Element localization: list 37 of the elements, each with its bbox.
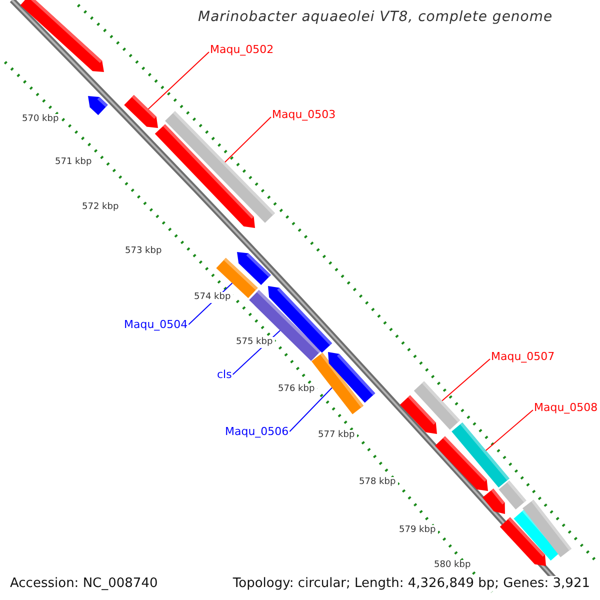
scale-label: 576 kbp <box>276 384 317 395</box>
scale-label: 578 kbp <box>357 477 398 488</box>
scale-label: 580 kbp <box>432 560 473 571</box>
gene-feature <box>482 488 505 514</box>
gene-feature <box>124 95 158 128</box>
gene-feature <box>88 96 108 116</box>
leader-line <box>442 358 490 402</box>
gene-label: Maqu_0507 <box>491 351 555 362</box>
gene-feature <box>328 352 376 403</box>
gene-label: Maqu_0504 <box>124 319 188 330</box>
scale-label: 579 kbp <box>397 525 438 536</box>
leader-line <box>289 387 332 432</box>
map-title: Marinobacter aquaeolei VT8, complete genome <box>198 10 553 24</box>
gene-label: Maqu_0508 <box>534 402 598 413</box>
scale-label: 577 kbp <box>316 430 357 441</box>
gene-label: Maqu_0502 <box>210 44 274 55</box>
scale-label: 571 kbp <box>53 157 94 168</box>
genome-summary-text: Topology: circular; Length: 4,326,849 bp; Genes: 3,921 <box>230 576 592 591</box>
leader-line <box>485 410 534 451</box>
scale-label: 573 kbp <box>123 246 164 257</box>
gene-feature <box>522 500 572 558</box>
gene-feature <box>237 252 271 285</box>
gene-feature <box>20 0 104 72</box>
leader-line <box>224 116 272 163</box>
gene-feature <box>400 395 437 434</box>
scale-label: 572 kbp <box>80 202 121 213</box>
scale-label: 574 kbp <box>192 292 233 303</box>
scale-label: 575 kbp <box>234 337 275 348</box>
gene-feature <box>435 436 488 491</box>
gene-label: cls <box>217 369 232 380</box>
gene-label: Maqu_0503 <box>272 109 336 120</box>
gene-feature <box>498 480 526 510</box>
gene-feature <box>154 124 255 228</box>
leader-line <box>148 52 210 110</box>
accession-text: Accession: NC_008740 <box>8 576 160 591</box>
gene-label: Maqu_0506 <box>225 426 289 437</box>
scale-label: 570 kbp <box>20 114 61 125</box>
